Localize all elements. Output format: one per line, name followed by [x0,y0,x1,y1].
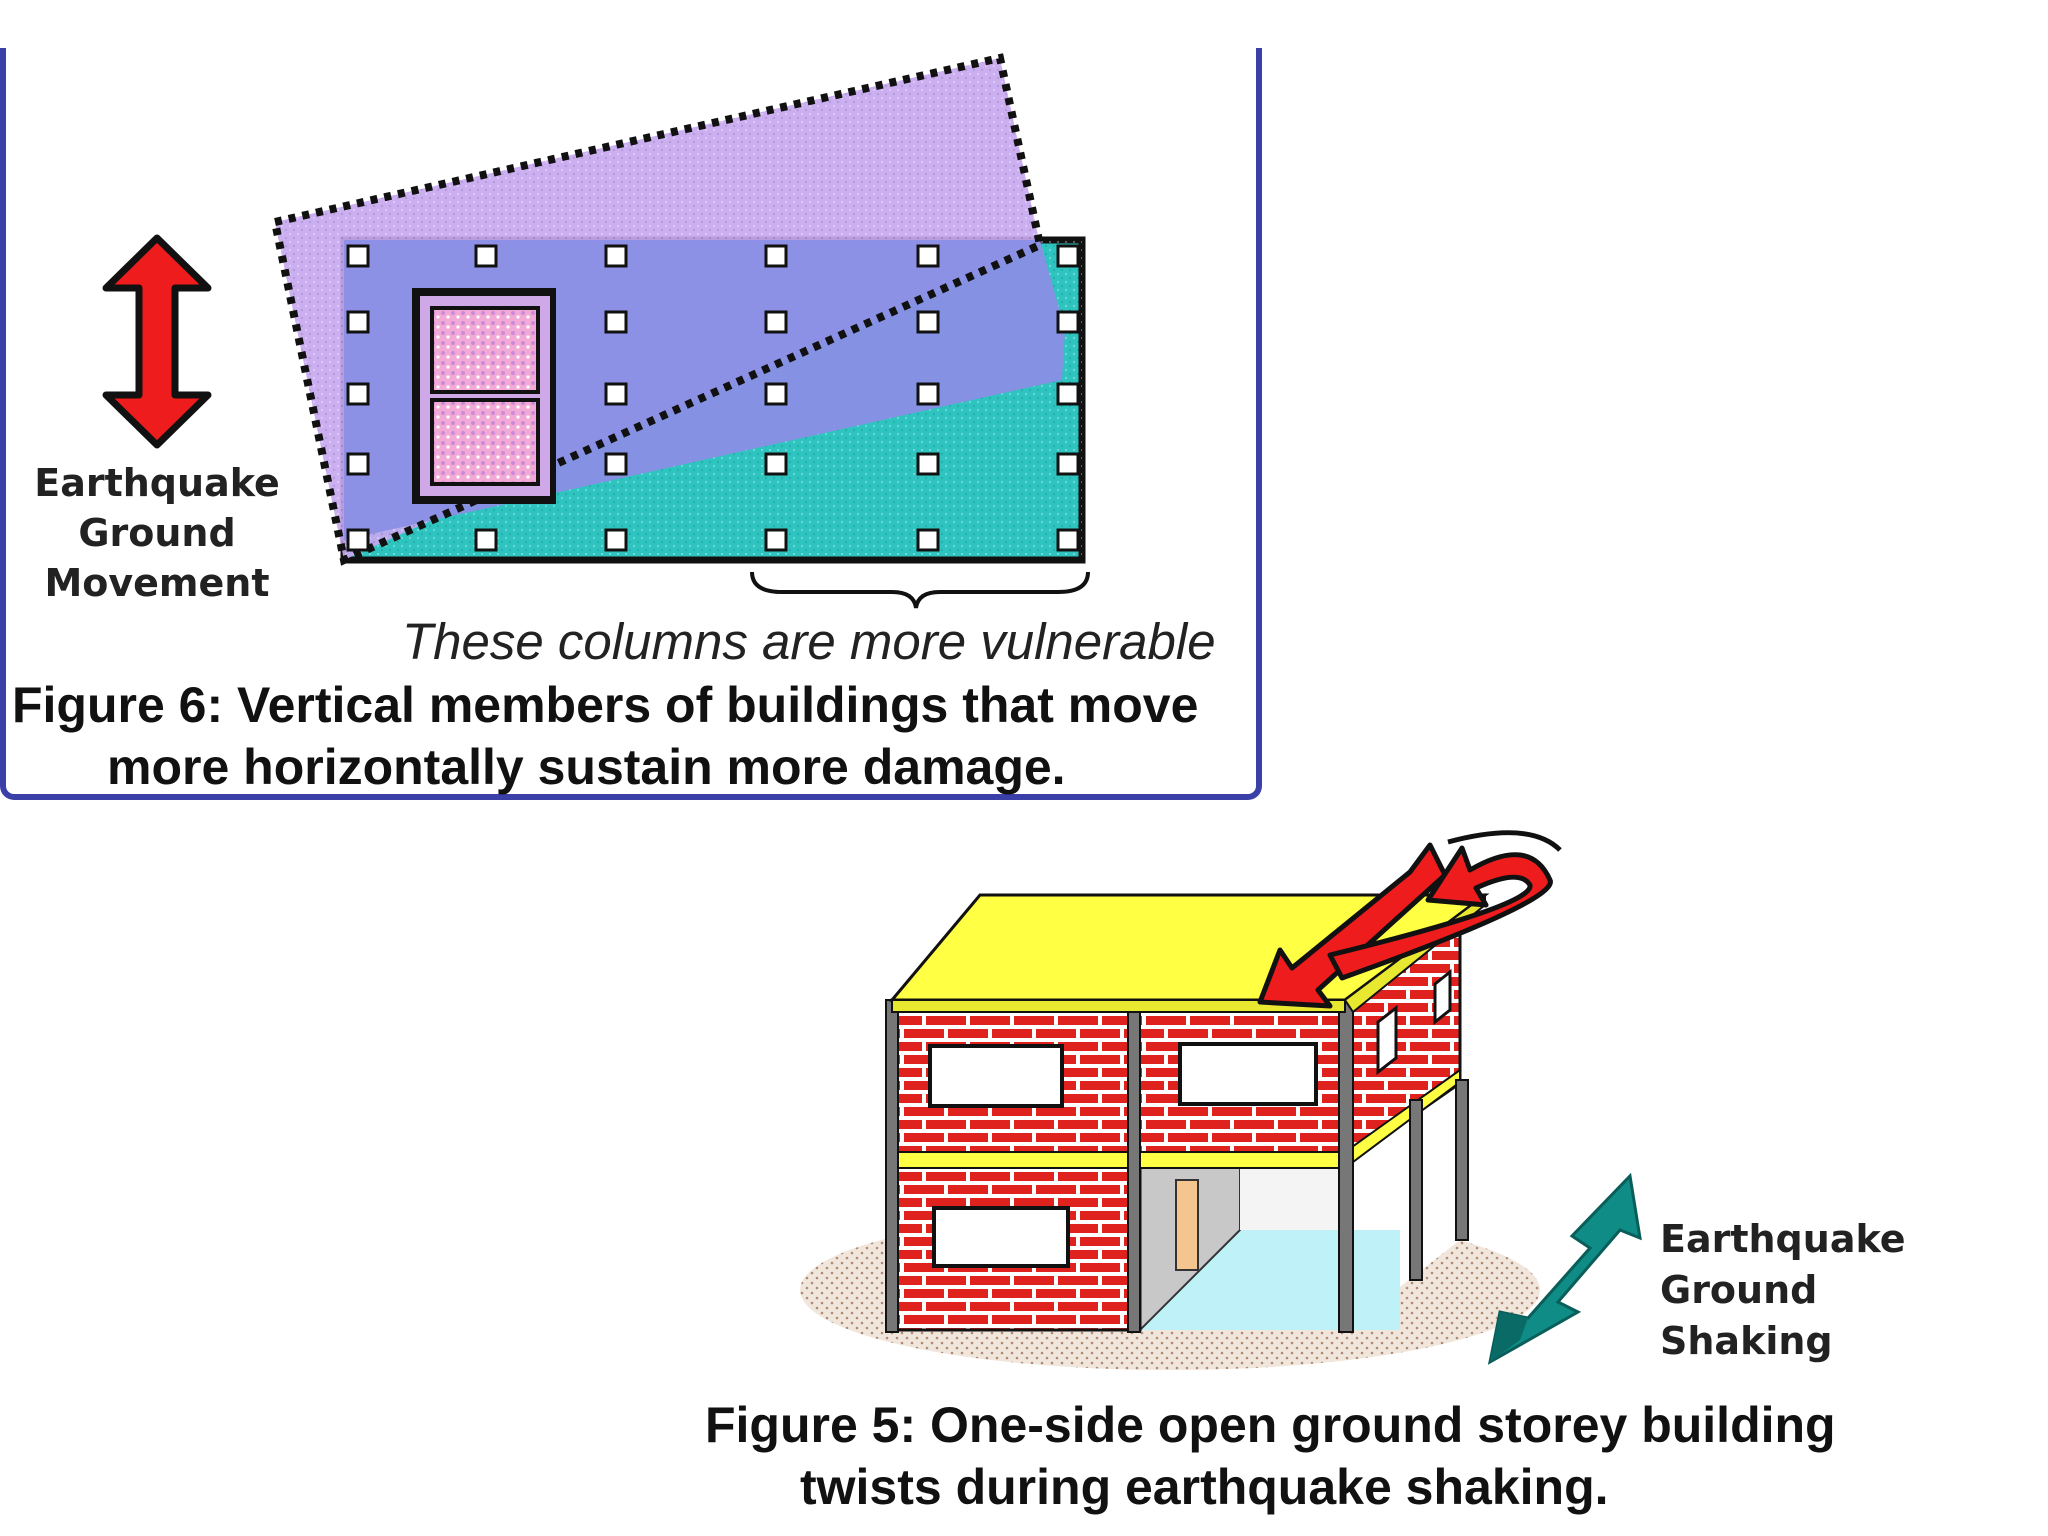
columns [346,244,1080,552]
figure-6-frame [0,48,1262,800]
figure-5-arrow-label: Earthquake Ground Shaking [1660,1214,1905,1367]
twist-arrow-icon [1257,830,1562,1009]
ground-movement-arrow-icon [102,234,212,449]
vulnerable-columns-brace [750,571,1090,609]
room-core [412,288,556,504]
shaking-label-line-3: Shaking [1660,1319,1833,1363]
building-3d [885,893,1490,1333]
shaking-label-line-2: Ground [1660,1268,1818,1312]
arrow-label-line-1: Earthquake [34,461,280,505]
ground-shaking-arrow-icon [1487,1172,1642,1365]
figure-5-caption-line-2: twists during earthquake shaking. [800,1459,1609,1515]
vulnerable-columns-note: These columns are more vulnerable [402,613,1216,670]
shaking-label-line-1: Earthquake [1660,1217,1906,1261]
figure-5-caption-line-1: Figure 5: One-side open ground storey bu… [705,1397,1836,1453]
figure-6-arrow-label: Earthquake Ground Movement [26,458,288,608]
arrow-label-line-3: Movement [44,561,270,605]
figure-6-caption-line-2: more horizontally sustain more damage. [107,739,1066,795]
figure-6-caption-line-1: Figure 6: Vertical members of buildings … [12,677,1199,733]
arrow-label-line-2: Ground [78,511,236,555]
